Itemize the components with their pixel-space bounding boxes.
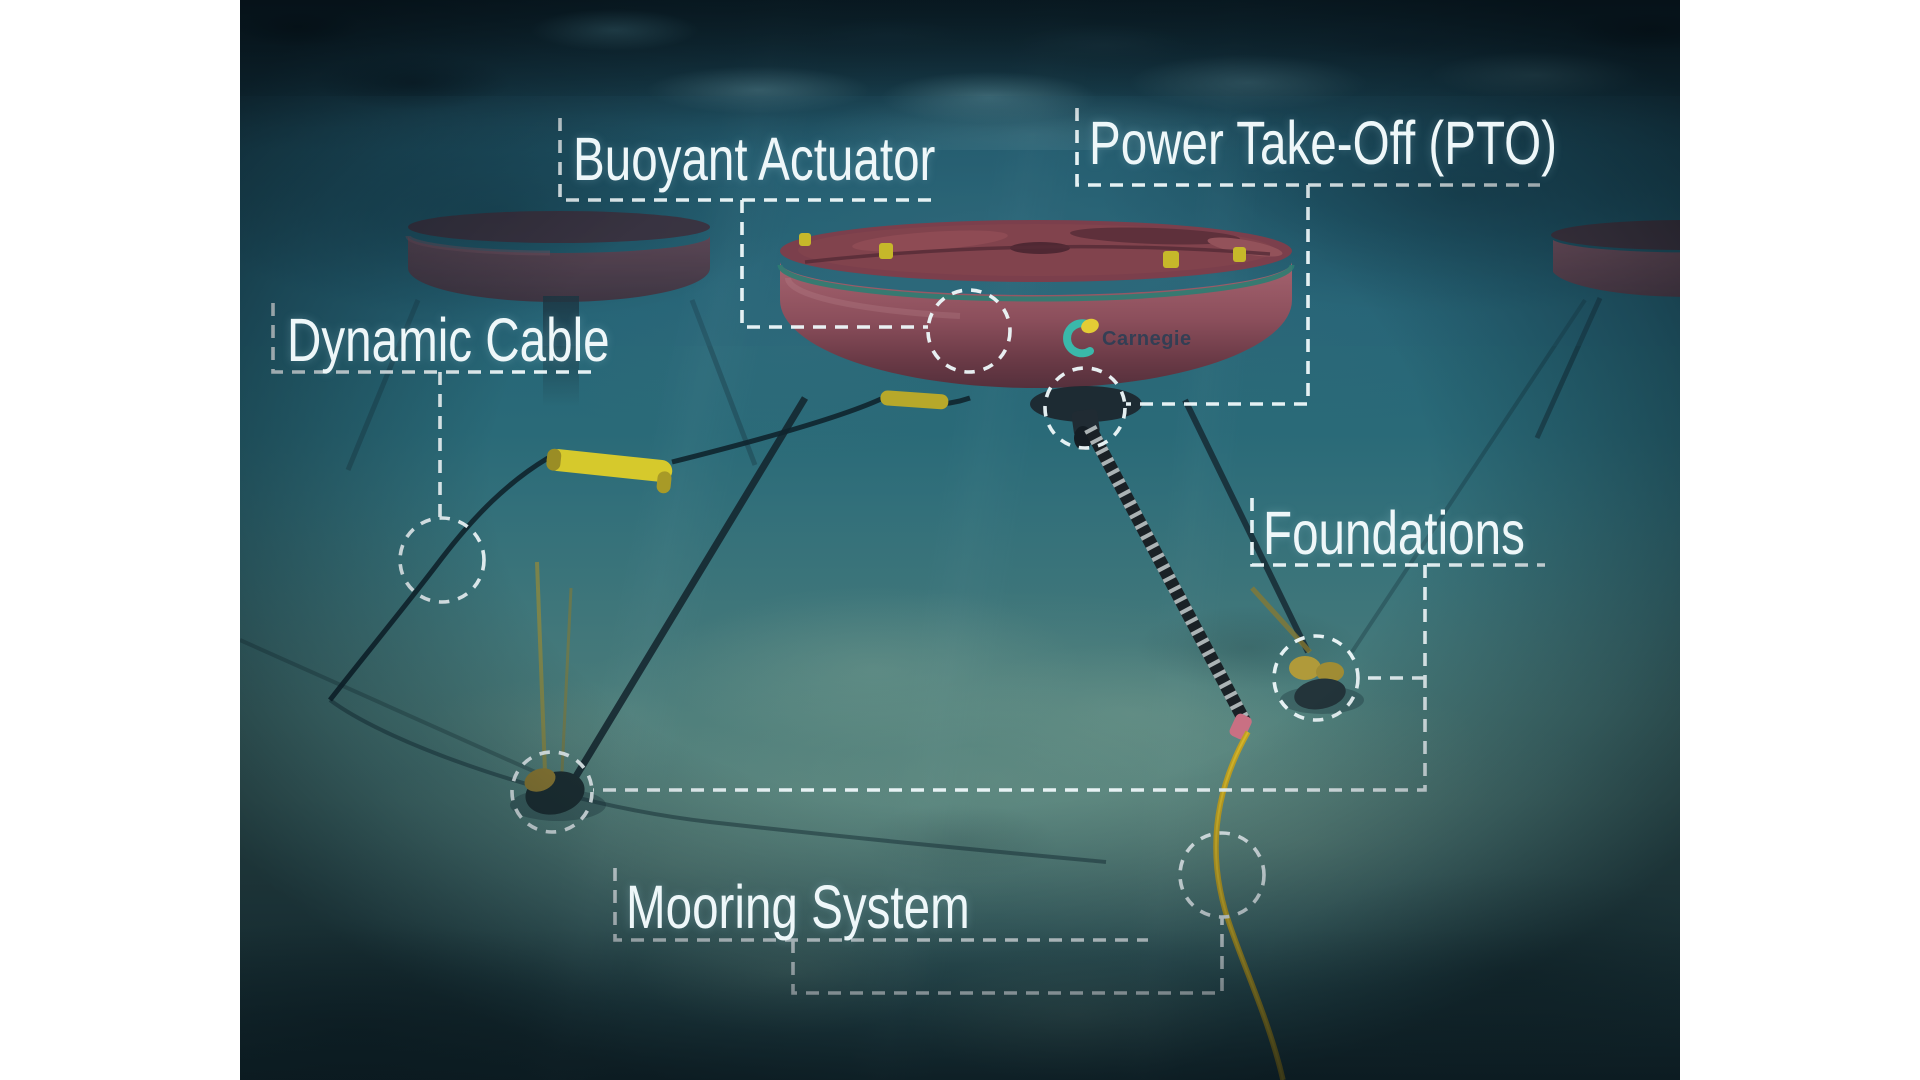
logo-text: Carnegie	[1102, 328, 1192, 350]
mooring-rope	[1213, 730, 1286, 1080]
cables	[240, 395, 1312, 864]
label-foundations: Foundations	[1263, 499, 1525, 567]
main-device: Carnegie	[777, 220, 1295, 450]
label-dynamic-cable: Dynamic Cable	[287, 306, 610, 374]
label-mooring-system: Mooring System	[626, 873, 970, 941]
pto-tether	[1084, 424, 1252, 740]
seabed-anchors	[510, 656, 1364, 821]
label-buoyant-actuator: Buoyant Actuator	[573, 125, 936, 193]
label-power-take-off: Power Take-Off (PTO)	[1089, 109, 1558, 177]
pillarbox-left	[0, 0, 240, 1080]
pillarbox-right	[1680, 0, 1920, 1080]
underwater-scene: Carnegie	[240, 0, 1680, 1080]
